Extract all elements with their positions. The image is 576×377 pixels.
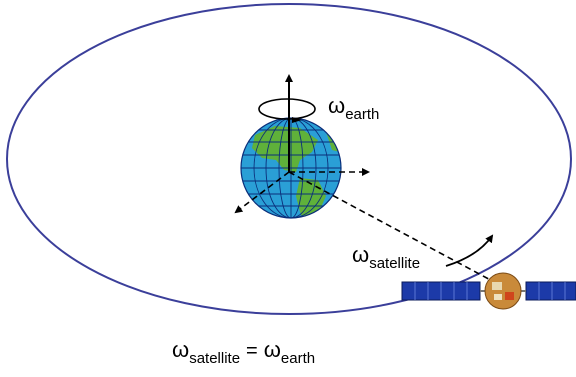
axis-left-down-arrow	[234, 171, 290, 214]
rotation-loop	[258, 98, 316, 120]
satellite-motion-arrow	[445, 234, 494, 267]
omega-satellite-label: ωsatellite	[352, 242, 420, 272]
equation-label: ωsatellite=ωearth	[172, 337, 315, 367]
earth-axes	[234, 74, 370, 214]
orbit-ellipse	[6, 3, 572, 315]
satellite-icon	[401, 272, 576, 310]
omega-earth-label: ωearth	[328, 93, 379, 123]
rotation-arrow-icon	[292, 117, 302, 123]
